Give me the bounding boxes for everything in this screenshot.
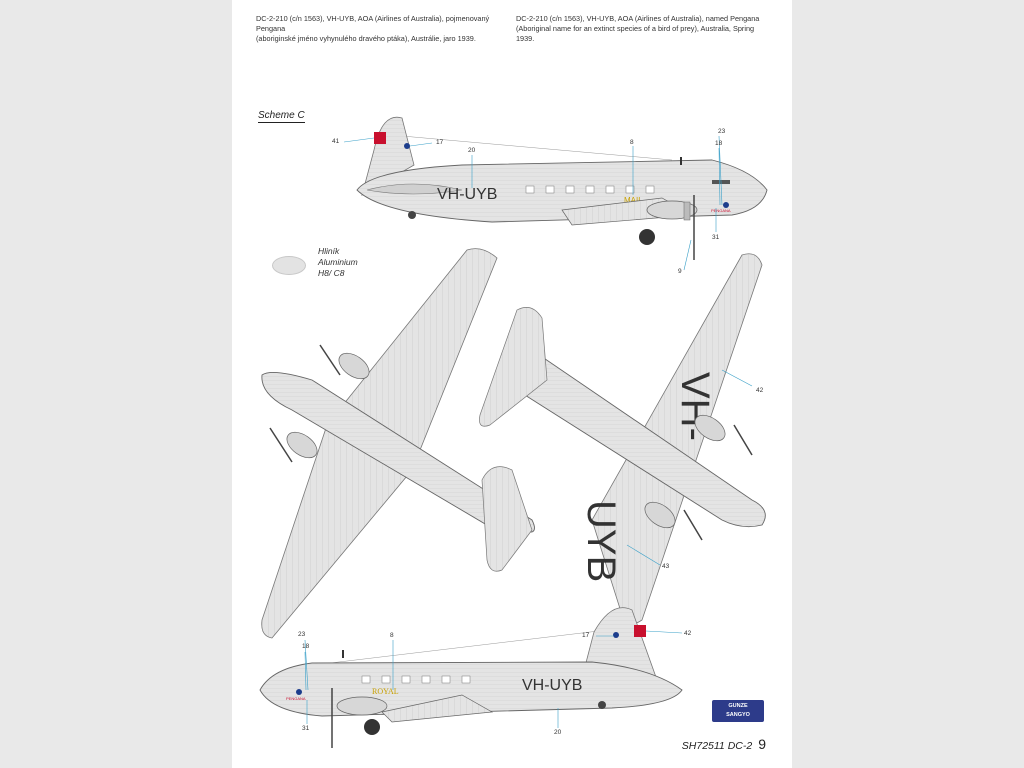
legend-paint-code: H8/ C8 — [318, 268, 345, 278]
cabin-windows — [525, 185, 655, 194]
callout-8-lower: 8 — [390, 632, 394, 639]
fuselage-registration-left: VH-UYB — [522, 677, 582, 694]
caption-english-line2: (Aboriginal name for an extinct species … — [516, 24, 755, 43]
legend-english: Aluminium — [318, 257, 358, 267]
aluminium-swatch — [272, 256, 306, 275]
callout-18-lower: 18 — [302, 643, 310, 650]
callout-31: 31 — [712, 234, 720, 241]
caption-english: DC-2-210 (c/n 1563), VH-UYB, AOA (Airlin… — [516, 14, 771, 44]
plan-view-bottom: VH- UYB — [479, 253, 766, 625]
fuselage-registration: VH-UYB — [437, 186, 497, 203]
instruction-sheet-page: DC-2-210 (c/n 1563), VH-UYB, AOA (Airlin… — [232, 0, 792, 768]
callout-9: 9 — [678, 268, 682, 275]
product-code: SH72511 DC-2 — [681, 740, 753, 752]
caption-english-line1: DC-2-210 (c/n 1563), VH-UYB, AOA (Airlin… — [516, 14, 760, 23]
aircraft-artwork: VH-UYB MAIL PENGANA — [259, 116, 768, 748]
callout-42-lower: 42 — [684, 630, 692, 637]
callout-18: 18 — [715, 140, 723, 147]
side-view-left: VH-UYB ROYAL PENGANA — [259, 607, 683, 748]
callout-41: 41 — [332, 138, 340, 145]
callout-17-lower: 17 — [582, 632, 590, 639]
legend-czech: Hliník — [318, 246, 340, 256]
wing-registration-bottom: UYB — [579, 500, 623, 582]
page-footer: SH72511 DC-2 9 — [682, 736, 766, 752]
plan-view-top — [261, 248, 535, 639]
page-number: 9 — [758, 736, 766, 752]
callout-23: 23 — [718, 128, 726, 135]
roundel-icon — [404, 143, 410, 149]
callout-43: 43 — [662, 563, 670, 570]
callout-8: 8 — [630, 139, 634, 146]
callout-31-lower: 31 — [302, 725, 310, 732]
pengana-marking-right: PENGANA — [711, 208, 731, 213]
callout-leader-lines — [304, 135, 753, 728]
caption-czech-line2: (aboriginské jméno vyhynulého dravého pt… — [256, 34, 476, 43]
legend-text: Hliník Aluminium H8/ C8 — [318, 246, 358, 279]
callout-20: 20 — [468, 147, 476, 154]
callout-20-lower: 20 — [554, 729, 562, 736]
callout-17: 17 — [436, 139, 444, 146]
scheme-label: Scheme C — [258, 110, 305, 123]
side-view-right: VH-UYB MAIL PENGANA — [356, 116, 768, 260]
callout-23-lower: 23 — [298, 631, 306, 638]
callout-42: 42 — [756, 387, 764, 394]
caption-czech-line1: DC-2-210 (c/n 1563), VH-UYB, AOA (Airlin… — [256, 14, 490, 33]
caption-czech: DC-2-210 (c/n 1563), VH-UYB, AOA (Airlin… — [256, 14, 511, 44]
gunze-sangyo-logo: GUNZE SANGYO — [712, 700, 764, 722]
pengana-marking-left: PENGANA — [286, 696, 306, 701]
mail-marking: MAIL — [624, 196, 643, 205]
royal-marking: ROYAL — [372, 687, 399, 696]
color-legend: Hliník Aluminium H8/ C8 — [272, 246, 382, 296]
cabin-windows-left — [361, 675, 471, 684]
